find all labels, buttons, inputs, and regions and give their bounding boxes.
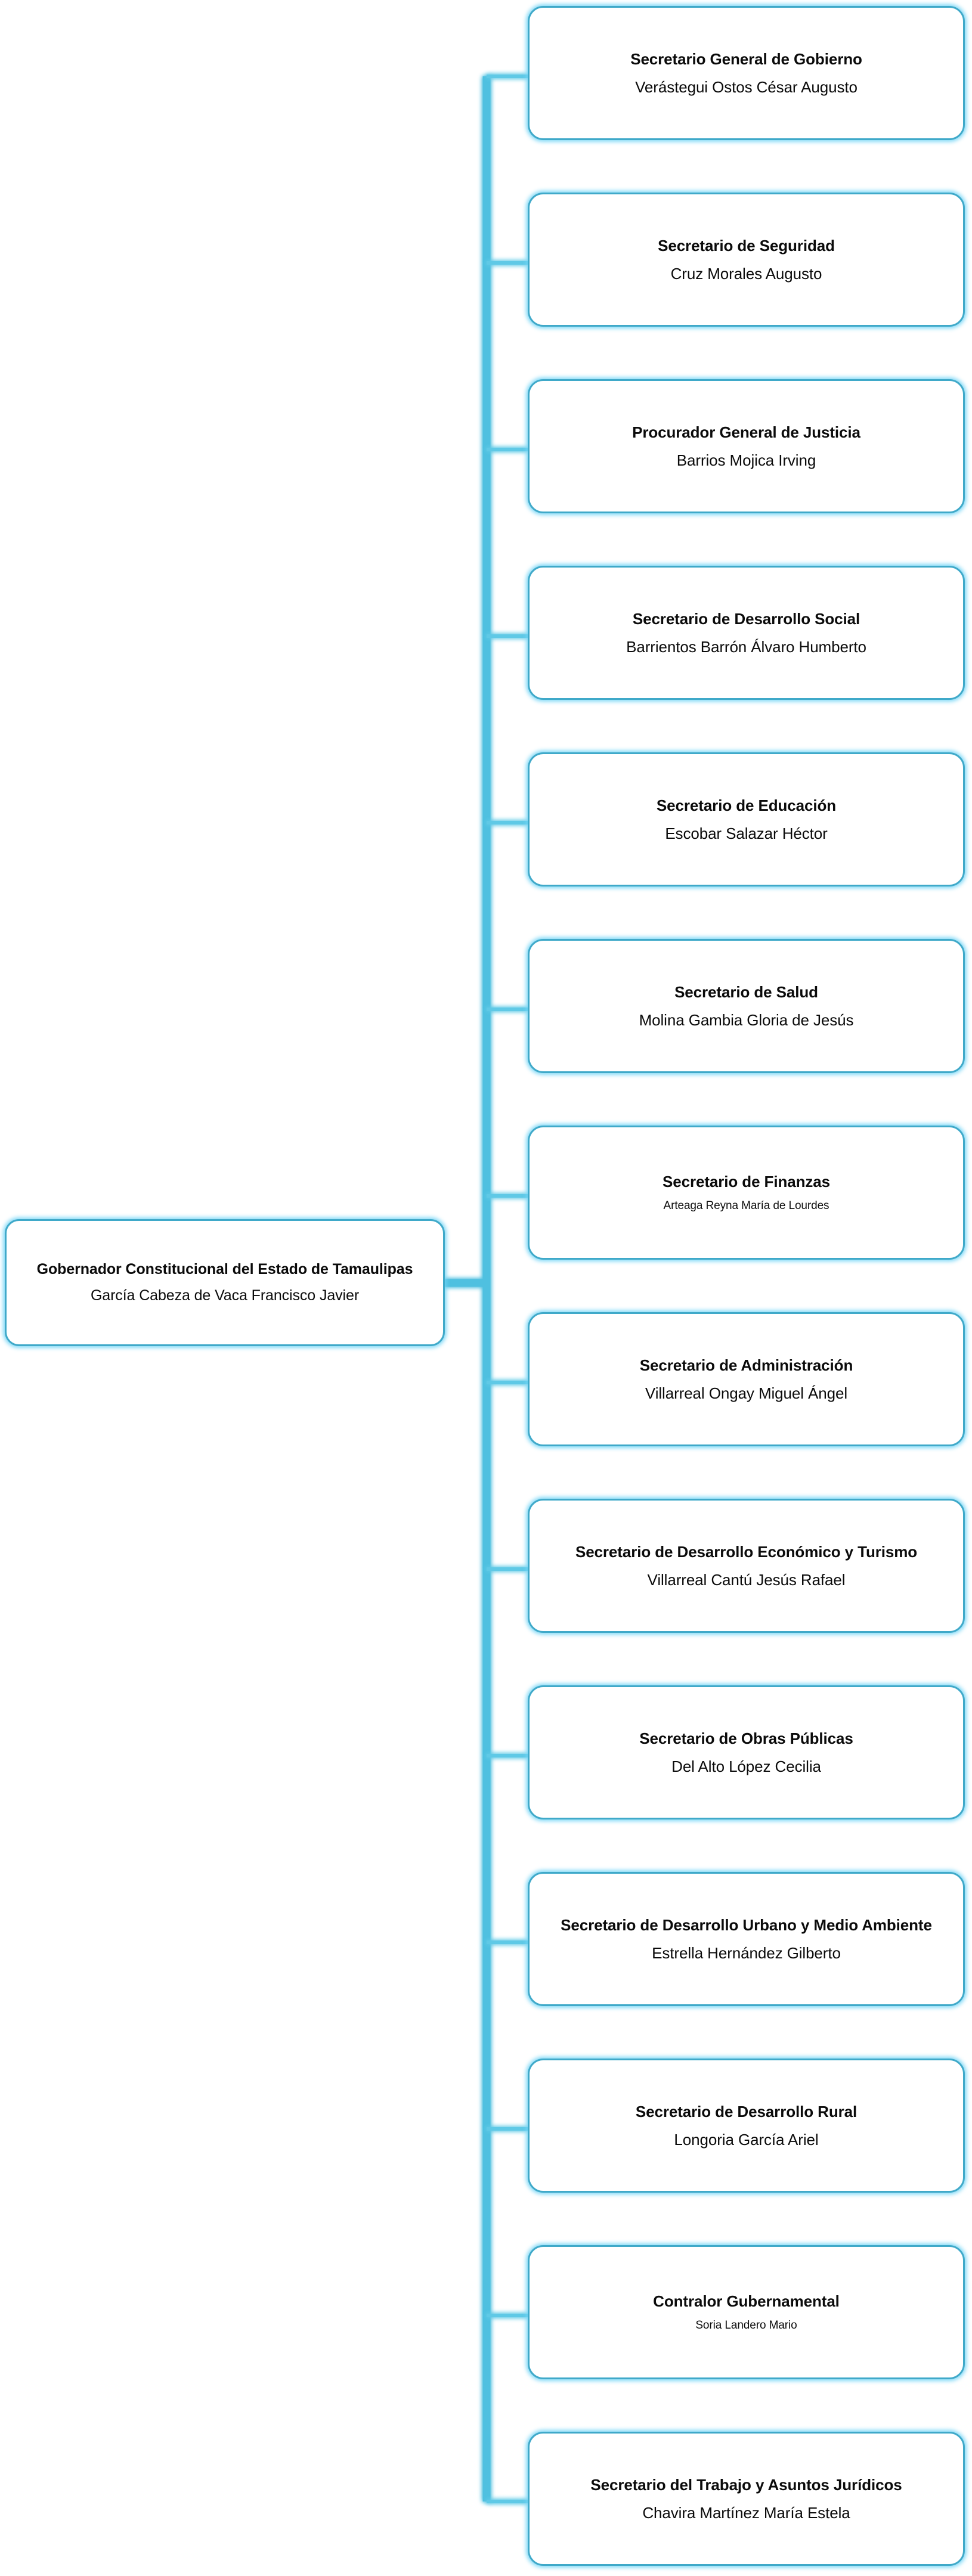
node-secretario-de-educacion[interactable]: Secretario de Educación Escobar Salazar … — [528, 752, 965, 886]
node-role: Secretario de Seguridad — [658, 236, 835, 255]
node-secretario-general-de-gobierno[interactable]: Secretario General de Gobierno Verástegu… — [528, 6, 965, 140]
node-person: Arteaga Reyna María de Lourdes — [663, 1199, 829, 1212]
node-secretario-de-desarrollo-economico-y-turismo[interactable]: Secretario de Desarrollo Económico y Tur… — [528, 1499, 965, 1633]
node-secretario-de-desarrollo-urbano-y-medio-ambiente[interactable]: Secretario de Desarrollo Urbano y Medio … — [528, 1872, 965, 2006]
node-secretario-de-desarrollo-rural[interactable]: Secretario de Desarrollo Rural Longoria … — [528, 2059, 965, 2193]
node-person: Verástegui Ostos César Augusto — [635, 78, 858, 96]
node-role: Gobernador Constitucional del Estado de … — [36, 1261, 413, 1278]
node-person: Chavira Martínez María Estela — [642, 2503, 850, 2522]
node-person: Barrientos Barrón Álvaro Humberto — [626, 637, 866, 656]
node-secretario-de-administracion[interactable]: Secretario de Administración Villarreal … — [528, 1312, 965, 1446]
node-gobernador[interactable]: Gobernador Constitucional del Estado de … — [5, 1219, 445, 1346]
node-secretario-de-seguridad[interactable]: Secretario de Seguridad Cruz Morales Aug… — [528, 193, 965, 327]
node-role: Secretario de Desarrollo Rural — [635, 2102, 858, 2121]
node-contralor-gubernamental[interactable]: Contralor Gubernamental Soria Landero Ma… — [528, 2245, 965, 2379]
node-person: Del Alto López Cecilia — [671, 1757, 821, 1775]
node-role: Secretario del Trabajo y Asuntos Jurídic… — [590, 2475, 902, 2494]
node-role: Secretario de Finanzas — [662, 1172, 831, 1191]
node-secretario-de-salud[interactable]: Secretario de Salud Molina Gambia Gloria… — [528, 939, 965, 1073]
node-person: Longoria García Ariel — [674, 2130, 819, 2149]
node-person: Cruz Morales Augusto — [670, 264, 822, 283]
node-role: Procurador General de Justicia — [632, 423, 860, 441]
node-role: Secretario de Desarrollo Social — [632, 609, 860, 628]
node-person: Estrella Hernández Gilberto — [652, 1943, 841, 1962]
node-secretario-de-desarrollo-social[interactable]: Secretario de Desarrollo Social Barrient… — [528, 566, 965, 700]
node-secretario-de-finanzas[interactable]: Secretario de Finanzas Arteaga Reyna Mar… — [528, 1126, 965, 1260]
node-person: Escobar Salazar Héctor — [665, 824, 828, 842]
node-secretario-de-obras-publicas[interactable]: Secretario de Obras Públicas Del Alto Ló… — [528, 1685, 965, 1819]
node-secretario-del-trabajo-y-asuntos-juridicos[interactable]: Secretario del Trabajo y Asuntos Jurídic… — [528, 2432, 965, 2566]
node-person: Soria Landero Mario — [695, 2318, 797, 2332]
node-role: Secretario de Educación — [656, 796, 837, 814]
node-role: Secretario de Obras Públicas — [639, 1729, 853, 1747]
node-role: Secretario de Desarrollo Urbano y Medio … — [561, 1915, 932, 1934]
node-procurador-general-de-justicia[interactable]: Procurador General de Justicia Barrios M… — [528, 379, 965, 513]
node-person: Villarreal Ongay Miguel Ángel — [645, 1384, 848, 1402]
node-person: Molina Gambia Gloria de Jesús — [639, 1010, 854, 1029]
node-role: Secretario de Salud — [674, 982, 818, 1001]
node-role: Secretario General de Gobierno — [630, 49, 862, 68]
node-role: Secretario de Administración — [639, 1356, 853, 1374]
node-person: Barrios Mojica Irving — [676, 451, 816, 469]
node-person: Villarreal Cantú Jesús Rafael — [647, 1570, 846, 1589]
node-role: Contralor Gubernamental — [653, 2292, 840, 2310]
node-person: García Cabeza de Vaca Francisco Javier — [90, 1287, 360, 1304]
node-role: Secretario de Desarrollo Económico y Tur… — [575, 1542, 918, 1561]
